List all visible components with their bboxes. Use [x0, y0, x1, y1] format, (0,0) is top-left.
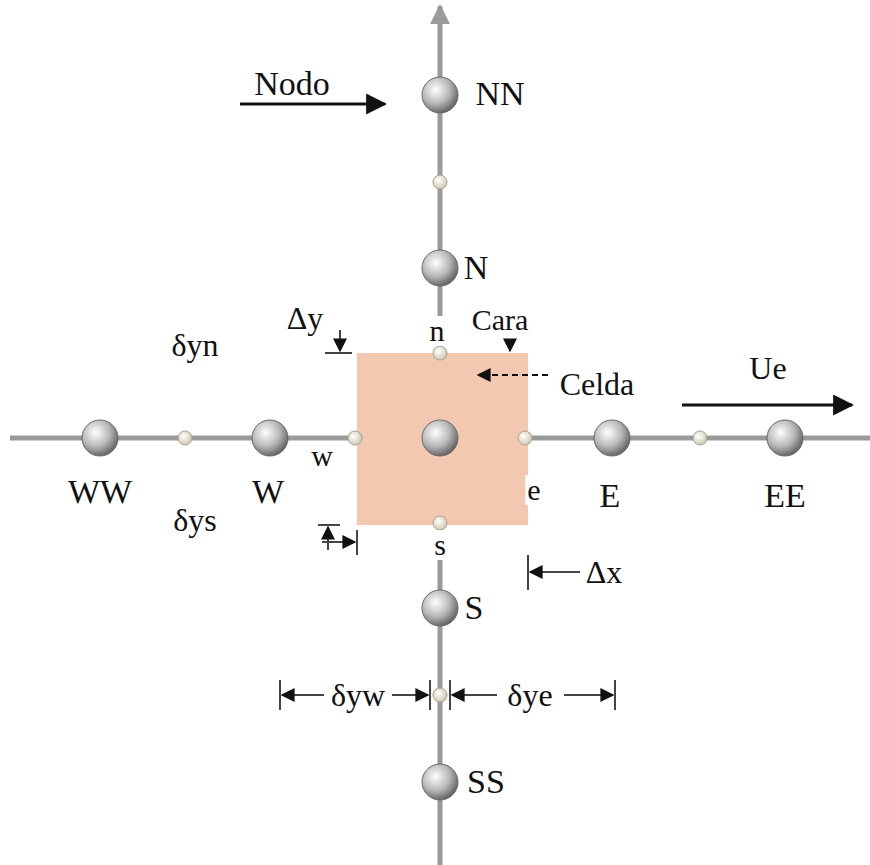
grid-label: NN [473, 77, 526, 111]
grid-label: Cara [470, 305, 531, 335]
grid-label: w [309, 441, 335, 471]
grid-label: δyw [329, 679, 387, 711]
grid-label: W [250, 475, 286, 509]
grid-label: Ue [747, 352, 788, 384]
grid-label: n [428, 316, 447, 346]
grid-label: e [525, 475, 542, 505]
grid-label: δye [505, 679, 554, 711]
grid-label: EE [762, 479, 808, 513]
grid-label: δyn [169, 329, 220, 361]
pointer-arrow [240, 103, 385, 106]
velocity-arrow [682, 404, 852, 407]
grid-label: S [463, 591, 486, 625]
control-cell [357, 353, 528, 525]
grid-label: E [598, 479, 623, 513]
grid-label: N [462, 251, 491, 285]
grid-label: Nodo [252, 67, 332, 101]
face-dots [178, 175, 707, 702]
grid-label: δys [171, 504, 219, 536]
pointer-arrow [509, 340, 511, 351]
grid-label: Δx [584, 556, 625, 588]
grid-label: s [432, 530, 448, 560]
pointer-arrow [478, 374, 548, 376]
grid-label: SS [465, 765, 507, 799]
grid-label: WW [66, 475, 134, 509]
grid-label: Celda [558, 368, 637, 400]
grid-label: Δy [285, 302, 326, 334]
node-spheres [82, 77, 803, 800]
